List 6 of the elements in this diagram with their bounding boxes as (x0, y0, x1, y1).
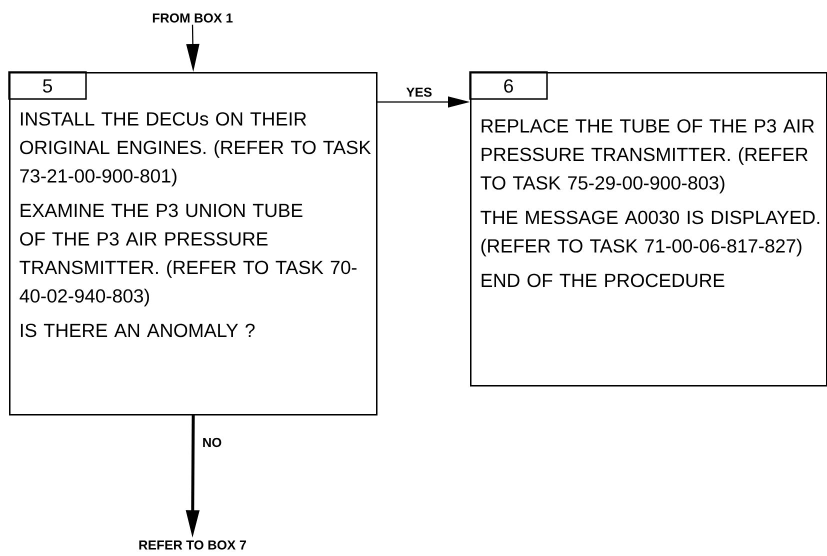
process-box: 6 REPLACE THE TUBE OF THE P3 AIR PRESSURE TRANSMITTER. (REFER TO TASK 75-29-00-900-803) THE MESSAGE A0030 IS DISPLAYED. (REFER TO TASK 71-00-06-817-827) END OF THE PROCEDURE (469, 71, 827, 386)
connector-text: FROM BOX 1 (152, 13, 233, 23)
edge-label: NO (201, 436, 223, 448)
edge-label: YES (405, 86, 434, 98)
process-box: 5 INSTALL THE DECUs ON THEIR ORIGINAL ENGINES. (REFER TO TASK 73-21-00-900-801) EXAMINE THE P3 UNION TUBE OF THE P3 AIR PRESSURE TRANSMITTER. (REFER TO TASK 70-40-02-940-803) IS THERE AN ANOMALY ? (8, 71, 378, 416)
connector-text: REFER TO BOX 7 (139, 540, 246, 550)
